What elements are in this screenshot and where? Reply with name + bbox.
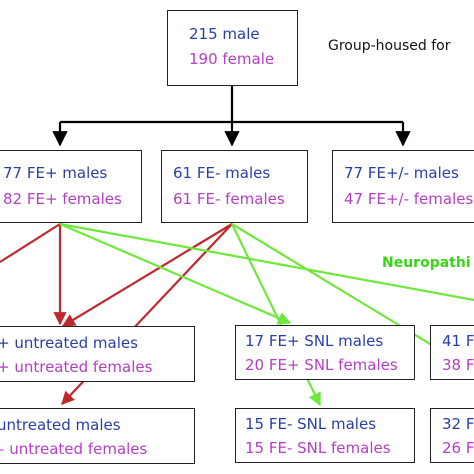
fe-minus-untreated-males: untreated males <box>0 416 121 434</box>
fe-plus-minus-snl-box-2: 32 F 26 F <box>430 408 474 463</box>
fe-minus-untreated-box: untreated males – untreated females <box>0 408 195 464</box>
fe-minus-snl-box: 15 FE- SNL males 15 FE- SNL females <box>235 408 415 463</box>
group-fe-plus-minus-box: 77 FE+/- males 47 FE+/- females <box>332 150 474 223</box>
group-fe-minus-box: 61 FE- males 61 FE- females <box>161 150 308 223</box>
green-arrow-fe-plus-to-right <box>59 222 474 302</box>
root-females: 190 female <box>189 50 275 68</box>
group-fe-plus-minus-males: 77 FE+/- males <box>344 164 459 182</box>
green-arrow-fe-plus-to-snl <box>59 222 292 325</box>
neuropathic-label: Neuropathi <box>382 255 471 271</box>
fe-plus-minus-snl-males: 41 F <box>442 332 474 350</box>
fe-plus-untreated-box: + untreated males + untreated females <box>0 326 195 382</box>
group-fe-plus-minus-females: 47 FE+/- females <box>344 190 474 208</box>
group-fe-minus-females: 61 FE- females <box>173 190 285 208</box>
red-arrow-left-out <box>0 223 61 263</box>
fe-plus-snl-box: 17 FE+ SNL males 20 FE+ SNL females <box>235 325 415 380</box>
tree-connectors <box>52 86 411 147</box>
group-fe-plus-females: 82 FE+ females <box>3 190 122 208</box>
fe-minus-snl-females: 15 FE- SNL females <box>245 439 391 457</box>
fe-plus-untreated-males: + untreated males <box>0 334 138 352</box>
group-fe-plus-males: 77 FE+ males <box>3 164 108 182</box>
root-box: 215 male 190 female <box>167 10 298 86</box>
fe-minus-untreated-females: – untreated females <box>0 440 148 458</box>
header-note: Group-housed for <box>328 38 451 54</box>
group-fe-plus-box: 77 FE+ males 82 FE+ females <box>0 150 142 223</box>
fe-plus-minus-snl-females: 38 F <box>442 356 474 374</box>
fe-plus-untreated-females: + untreated females <box>0 358 153 376</box>
red-arrow-fe-minus-to-untreated-a <box>61 223 233 327</box>
fe-minus-snl-males: 15 FE- SNL males <box>245 415 377 433</box>
fe-plus-snl-males: 17 FE+ SNL males <box>245 332 384 350</box>
fe-plus-minus-snl-box: 41 F 38 F <box>430 325 474 380</box>
fe-plus-minus-snl-males-2: 32 F <box>442 415 474 433</box>
root-males: 215 male <box>189 25 260 43</box>
fe-plus-minus-snl-females-2: 26 F <box>442 439 474 457</box>
group-fe-minus-males: 61 FE- males <box>173 164 271 182</box>
fe-plus-snl-females: 20 FE+ SNL females <box>245 356 398 374</box>
